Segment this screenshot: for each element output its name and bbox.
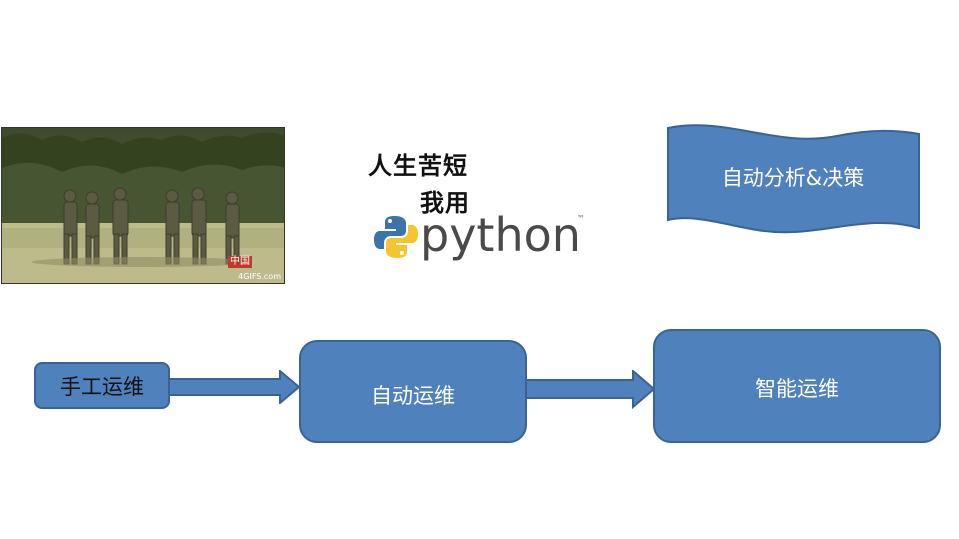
python-wordmark: python (420, 208, 581, 262)
photo-watermark-cn: 中国 (228, 256, 252, 268)
auto-ops-box: 自动运维 (299, 340, 527, 443)
arrow-manual-to-auto (168, 370, 301, 404)
wave-banner-shape (667, 124, 920, 234)
smart-ops-label: 智能运维 (755, 377, 839, 401)
smart-ops-box: 智能运维 (653, 329, 941, 443)
manual-ops-box: 手工运维 (34, 362, 170, 409)
banner-label: 自动分析&决策 (721, 166, 865, 190)
photo-watermark: 4GIFS.com (238, 272, 281, 281)
arrow-auto-to-smart (525, 370, 656, 410)
photo-scene (2, 132, 284, 283)
auto-ops-label: 自动运维 (371, 383, 455, 408)
soldiers-photo: 中国 4GIFS.com (1, 127, 285, 284)
slogan-line1: 人生苦短 (368, 152, 468, 180)
python-logo-icon (374, 216, 418, 258)
slogan-line2: 我用 (420, 189, 470, 217)
python-trademark: ™ (577, 214, 585, 223)
manual-ops-label: 手工运维 (60, 374, 144, 399)
